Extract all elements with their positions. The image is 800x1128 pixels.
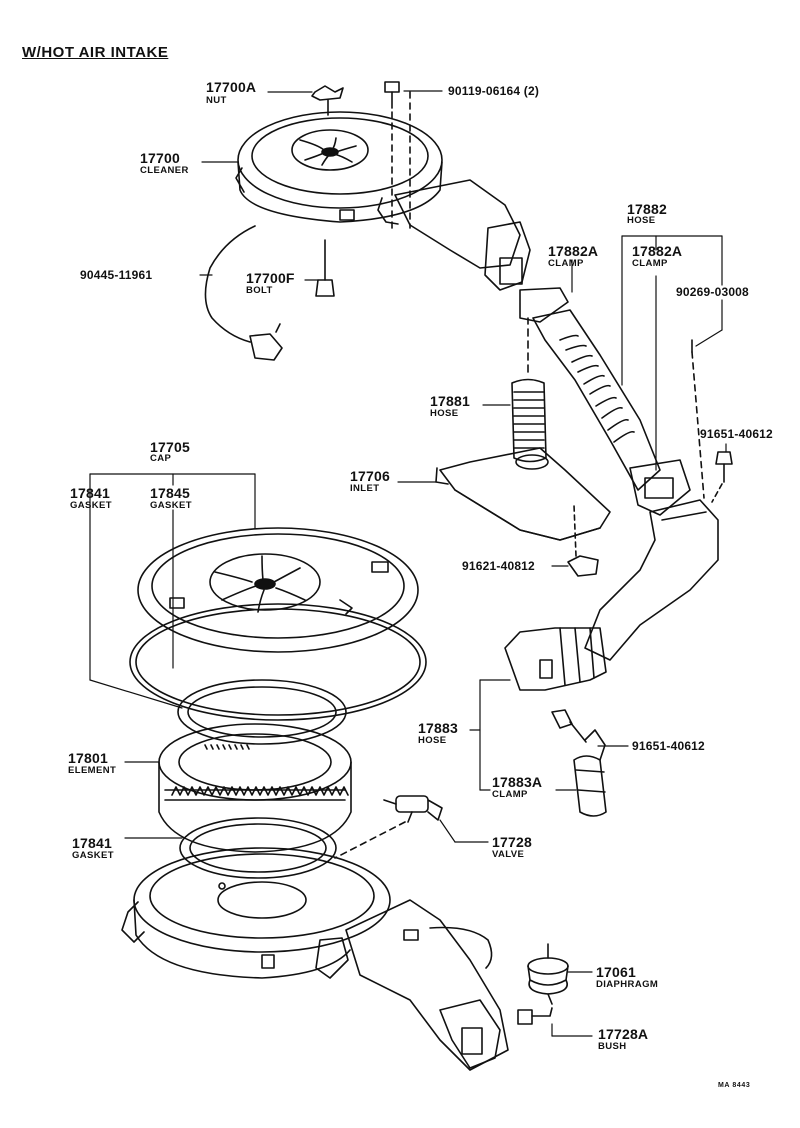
inlet-17706-drawing [435, 447, 611, 541]
part-number-17841-lower: 17841 [72, 835, 112, 851]
part-name-17705: CAP [150, 453, 172, 464]
hose-17882-drawing [519, 287, 691, 516]
part-number-91651-lower: 91651-40612 [632, 739, 705, 753]
part-name-17841-lower: GASKET [72, 850, 114, 861]
upper-cleaner-drawing [235, 81, 531, 291]
part-number-90269: 90269-03008 [676, 285, 749, 299]
part-name-17700f: BOLT [246, 285, 273, 296]
part-number-91621: 91621-40812 [462, 559, 535, 573]
bolt-91651-lower-drawing [551, 709, 587, 743]
part-name-17882a-1: CLAMP [548, 258, 584, 269]
part-number-17706: 17706 [350, 468, 390, 484]
clamp-17883a-drawing [573, 729, 607, 817]
part-number-17728: 17728 [492, 834, 532, 850]
part-name-17700: CLEANER [140, 165, 189, 176]
part-name-17700a: NUT [206, 95, 227, 106]
gasket-17841-upper-drawing [177, 679, 347, 745]
part-number-17883: 17883 [418, 720, 458, 736]
bolt-91621-drawing [567, 504, 599, 577]
part-number-17882a-1: 17882A [548, 243, 599, 259]
part-number-17881: 17881 [430, 393, 470, 409]
part-number-17700f: 17700F [246, 270, 295, 286]
drawing-code: MA 8443 [718, 1082, 751, 1089]
part-number-17728a: 17728A [598, 1026, 649, 1042]
bush-17728a-drawing [517, 1007, 553, 1025]
part-name-17845: GASKET [150, 500, 192, 511]
part-number-90445: 90445-11961 [80, 268, 153, 282]
part-number-17882: 17882 [627, 201, 667, 217]
valve-17728-drawing [334, 795, 443, 859]
part-number-17883a: 17883A [492, 774, 543, 790]
part-name-17841-upper: GASKET [70, 500, 112, 511]
part-name-17728a: BUSH [598, 1041, 627, 1052]
part-number-17841-upper: 17841 [70, 485, 110, 501]
part-number-91651-upper: 91651-40612 [700, 427, 773, 441]
diagram-title: W/HOT AIR INTAKE [22, 44, 169, 61]
part-number-17801: 17801 [68, 750, 108, 766]
part-name-17801: ELEMENT [68, 765, 117, 776]
part-name-17706: INLET [350, 483, 380, 494]
cap-17705-drawing [137, 527, 419, 653]
part-number-17061: 17061 [596, 964, 636, 980]
lower-case-drawing [121, 847, 509, 1071]
part-name-17882: HOSE [627, 215, 656, 226]
diaphragm-17061-drawing [527, 943, 569, 1005]
part-name-17061: DIAPHRAGM [596, 979, 659, 990]
part-number-17845: 17845 [150, 485, 190, 501]
element-17801-drawing [158, 723, 352, 853]
hose-17881-drawing [511, 317, 547, 463]
bolt-91651-upper-drawing [711, 451, 733, 503]
part-number-17882a-2: 17882A [632, 243, 683, 259]
leader-lines [89, 90, 727, 1037]
part-number-17700a: 17700A [206, 79, 257, 95]
screw-90269-drawing [691, 339, 705, 499]
part-name-17883: HOSE [418, 735, 447, 746]
part-name-17882a-2: CLAMP [632, 258, 668, 269]
part-number-17700: 17700 [140, 150, 180, 166]
part-name-17881: HOSE [430, 408, 459, 419]
gasket-17841-lower-drawing [179, 817, 337, 879]
hose-17883-drawing [504, 499, 719, 691]
gasket-17845-drawing [129, 603, 427, 721]
part-name-17728: VALVE [492, 849, 525, 860]
part-number-17705: 17705 [150, 439, 190, 455]
part-number-90119: 90119-06164 (2) [448, 84, 540, 98]
sensor-wire-drawing [204, 225, 283, 361]
part-name-17883a: CLAMP [492, 789, 528, 800]
bolt-17700f-drawing [315, 239, 335, 297]
